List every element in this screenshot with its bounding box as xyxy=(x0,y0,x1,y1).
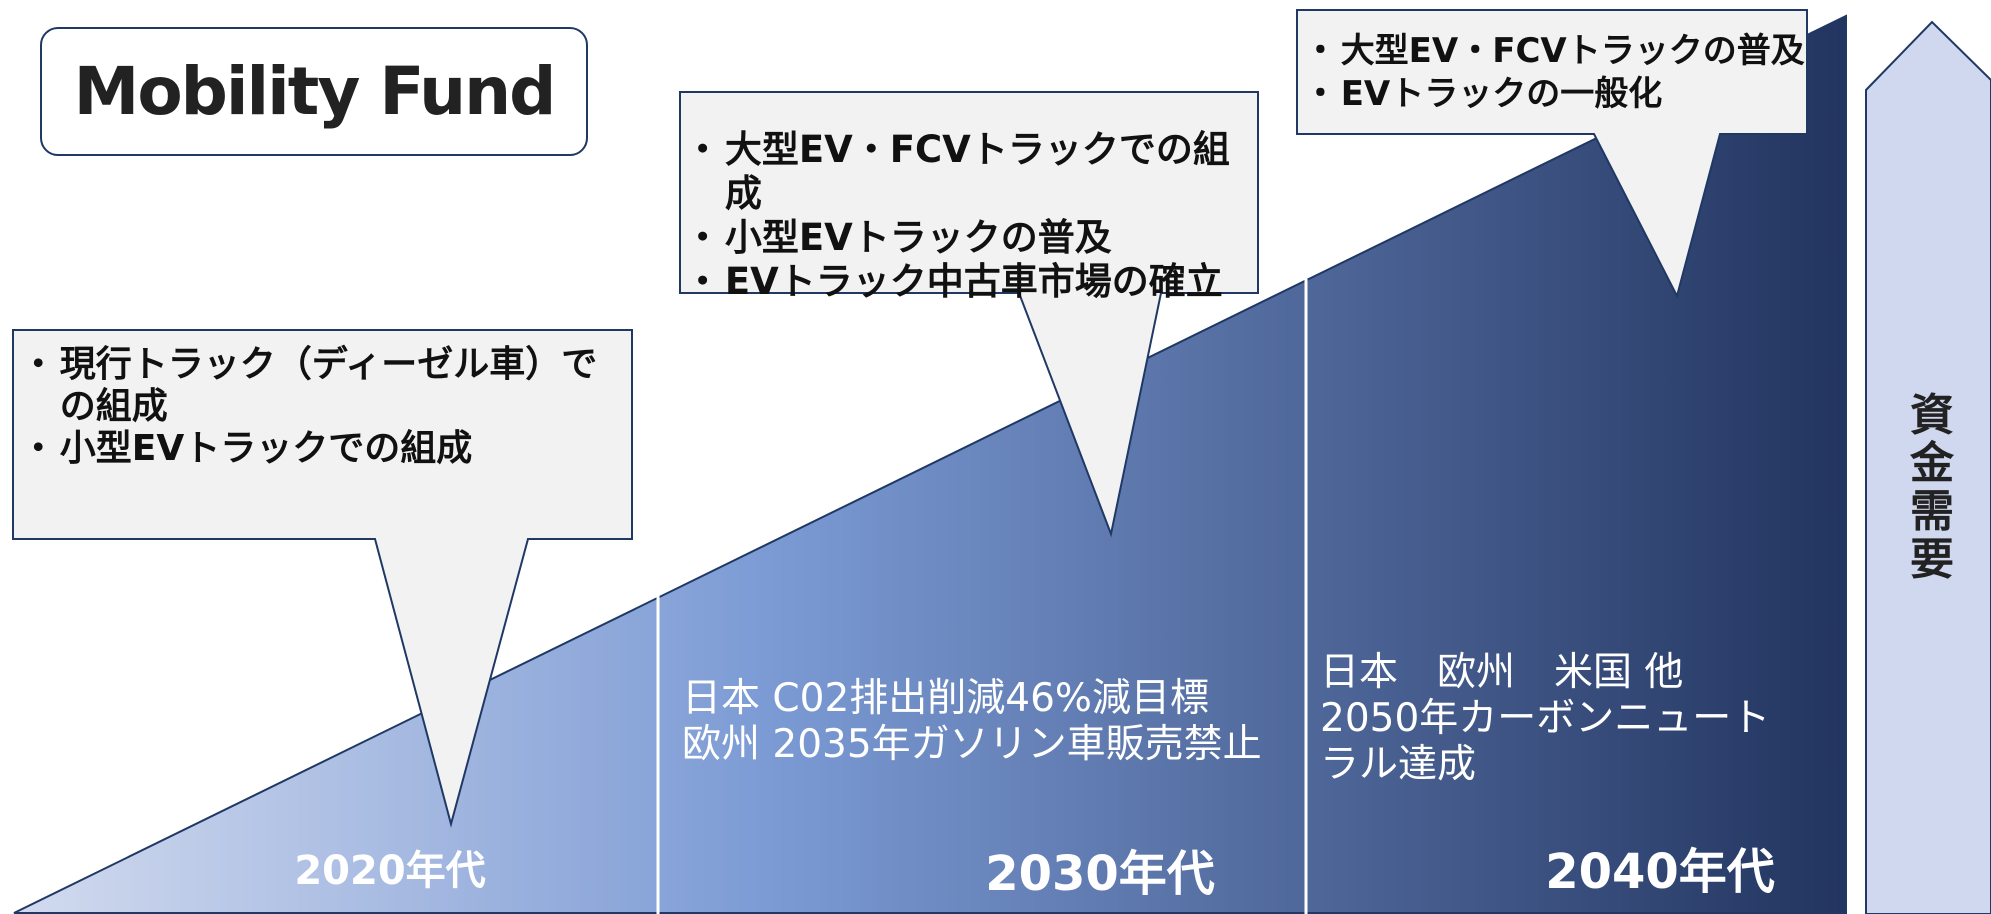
milestone-item: 現行トラック（ディーゼル車）での組成 xyxy=(20,344,622,428)
era-label-2020: 2020年代 xyxy=(294,848,486,894)
demand-arrow-icon xyxy=(1865,20,1991,914)
policy-2030: 日本 C02排出削減46%減目標 欧州 2035年ガソリン車販売禁止 xyxy=(682,676,1282,768)
logo-text: Mobility Fund xyxy=(73,53,557,130)
milestone-item: 小型EVトラックの普及 xyxy=(684,216,1246,260)
milestone-item: EVトラック中古車市場の確立 xyxy=(684,260,1246,304)
policy-line: 日本 欧州 米国 他 xyxy=(1320,650,1684,695)
demand-label: 資金需要 xyxy=(1910,390,1954,585)
era-label-2030: 2030年代 xyxy=(985,846,1215,902)
milestones-2020: 現行トラック（ディーゼル車）での組成 小型EVトラックでの組成 xyxy=(20,344,622,470)
milestones-2030: 大型EV・FCVトラックでの組成 小型EVトラックの普及 EVトラック中古車市場… xyxy=(684,128,1246,304)
era-label-2040: 2040年代 xyxy=(1545,844,1775,900)
policy-line: 日本 C02排出削減46%減目標 xyxy=(682,676,1209,721)
policy-line: 欧州 2035年ガソリン車販売禁止 xyxy=(682,722,1262,767)
milestone-item: 大型EV・FCVトラックの普及 xyxy=(1303,30,1805,73)
milestone-item: 大型EV・FCVトラックでの組成 xyxy=(684,128,1246,216)
policy-2040: 日本 欧州 米国 他 2050年カーボンニュートラル達成 xyxy=(1320,650,1790,788)
milestones-2040: 大型EV・FCVトラックの普及 EVトラックの一般化 xyxy=(1303,30,1805,116)
logo: Mobility Fund xyxy=(40,27,588,156)
milestone-item: 小型EVトラックでの組成 xyxy=(20,428,622,470)
policy-line: 2050年カーボンニュートラル達成 xyxy=(1320,696,1771,787)
milestone-item: EVトラックの一般化 xyxy=(1303,73,1805,116)
